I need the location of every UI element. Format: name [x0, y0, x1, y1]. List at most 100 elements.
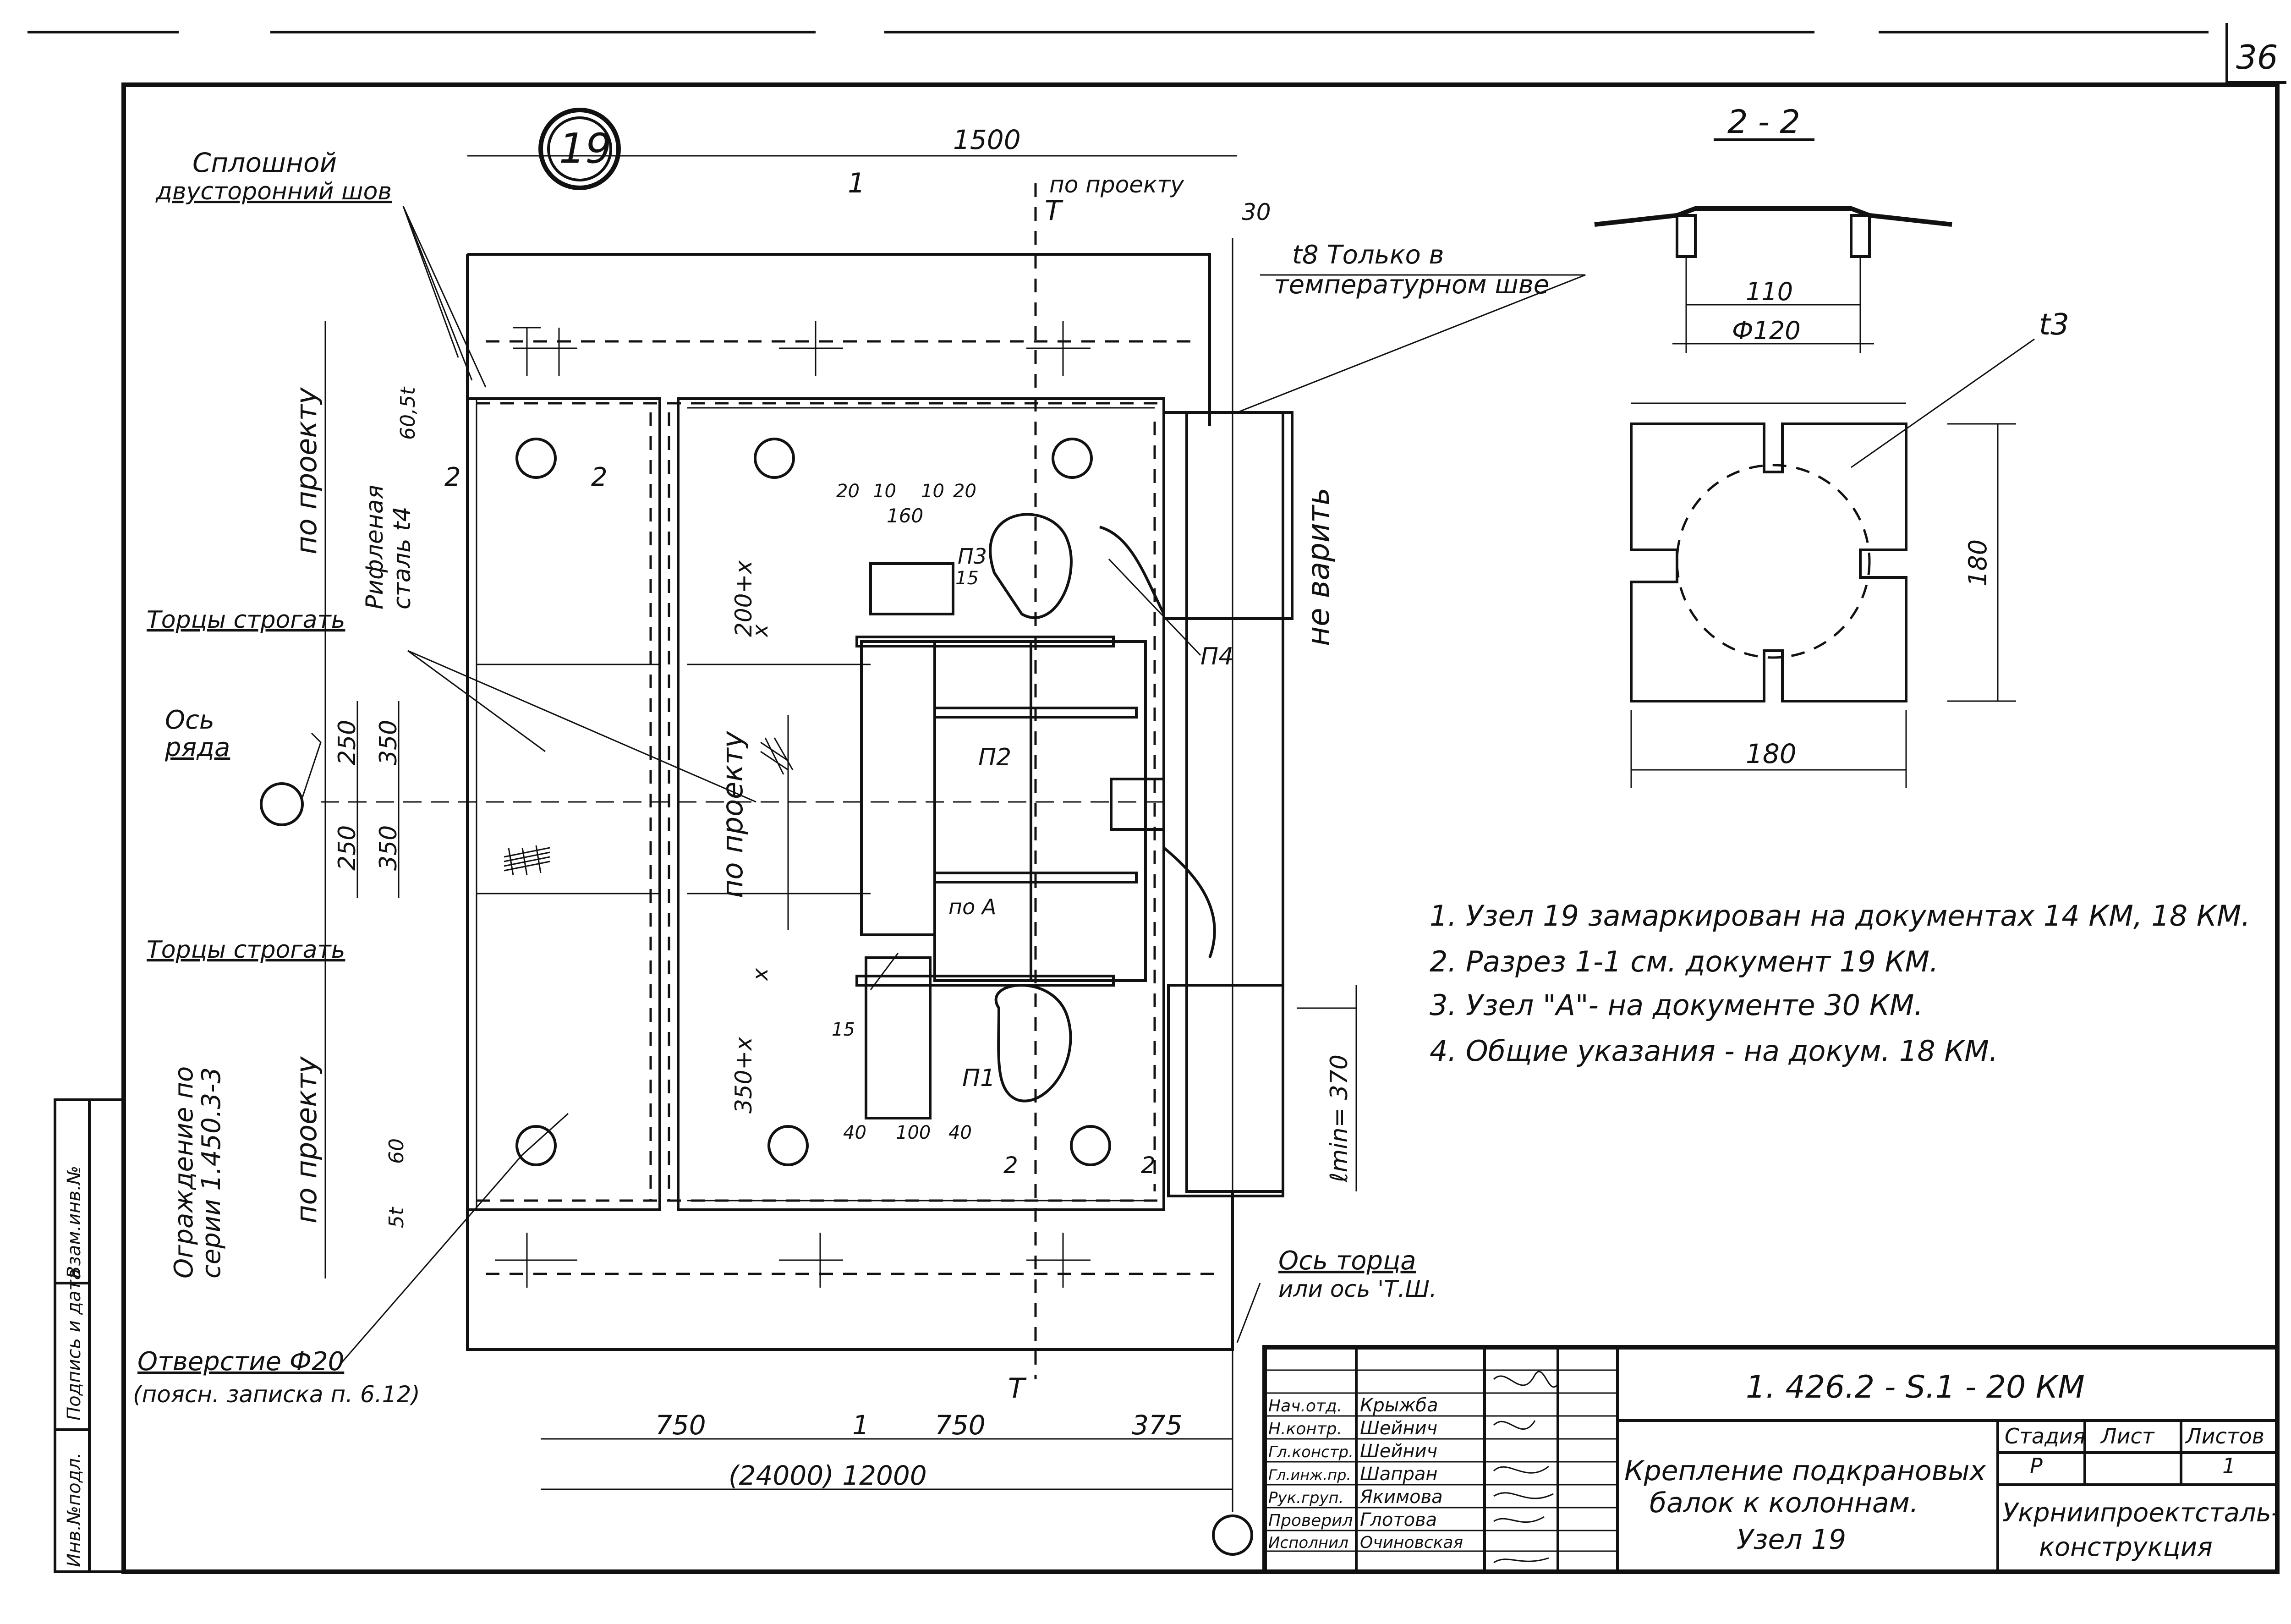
dim-375: 375: [1132, 1410, 1183, 1441]
by-project-center: по проекту: [716, 730, 749, 898]
part-p3: П3: [958, 544, 987, 569]
by-project-left-top: по проекту: [290, 387, 323, 554]
role-0: Нач.отд.: [1268, 1397, 1342, 1416]
fence-line1: Ограждение по: [169, 1066, 199, 1278]
section-mark-T-bottom: T: [1008, 1372, 1027, 1405]
section-mark-T-top: T: [1045, 195, 1063, 227]
name-2: Шейнич: [1360, 1441, 1437, 1462]
section-mark-2-lower-left: 2: [1003, 1152, 1018, 1179]
section-mark-2-lower-right: 2: [1141, 1152, 1156, 1179]
dim-350-top: 350: [375, 720, 402, 765]
dim-40b: 40: [948, 1122, 972, 1143]
org-line2: конструкция: [2039, 1532, 2213, 1562]
lmin: ℓmin= 370: [1326, 1054, 1353, 1183]
dim-15-top: 15: [955, 568, 979, 589]
section-dim-110: 110: [1746, 277, 1793, 306]
end-axis-circle: [1212, 1514, 1253, 1556]
role-2: Гл.констр.: [1268, 1443, 1354, 1461]
dim-60: 60: [385, 1138, 408, 1164]
ends-planed-top: Торцы строгать: [147, 606, 345, 634]
hole-line2: (поясн. записка п. 6.12): [133, 1381, 420, 1408]
role-4: Рук.груп.: [1268, 1489, 1344, 1507]
dim-10a: 10: [873, 481, 896, 502]
t8-note-line1: t8 Только в: [1292, 240, 1444, 270]
dim-x-bottom: x: [748, 968, 773, 982]
dim-350x: 350+x: [730, 1037, 757, 1114]
role-5: Проверил: [1268, 1511, 1353, 1530]
leader-lines: [301, 206, 1586, 1366]
note-3: 3. Узел "А"- на документе 30 КМ.: [1430, 988, 1923, 1022]
weld-note-line2: двусторонний шов: [155, 178, 392, 205]
dim-750-right: 750: [935, 1410, 986, 1441]
dim-750-left: 750: [655, 1410, 706, 1441]
dim-20b: 20: [953, 481, 976, 502]
name-6: Очиновская: [1360, 1533, 1463, 1552]
node-marker-number: 19: [559, 125, 612, 173]
name-5: Глотова: [1360, 1509, 1437, 1531]
section-dim-180-horizontal: 180: [1746, 738, 1797, 769]
section-mark-1-bottom: 1: [852, 1410, 869, 1441]
part-p1: П1: [962, 1064, 995, 1092]
fence-line2: серии 1.450.3-3: [197, 1067, 226, 1278]
by-project-left-bottom: по проекту: [290, 1056, 323, 1223]
name-0: Крыжба: [1360, 1395, 1438, 1416]
dim-20a: 20: [836, 481, 860, 502]
dim-5t: 5t: [385, 1207, 408, 1228]
section-mark-2-right: 2: [591, 462, 608, 492]
section-dim-180-vertical: 180: [1963, 539, 1992, 587]
no-weld: не варить: [1301, 488, 1336, 646]
gasket-plate: [1630, 338, 2035, 788]
corrugated-line2: сталь t4: [389, 506, 416, 609]
title-line1: Крепление подкрановых: [1624, 1455, 1986, 1487]
row-axis-circle: [260, 782, 304, 826]
side-stamp: [54, 1098, 125, 1573]
part-p2: П2: [978, 744, 1011, 771]
row-axis-line2: ряда: [164, 733, 230, 763]
dim-350-bottom: 350: [375, 825, 402, 871]
corrugated-line1: Рифленая: [361, 485, 389, 609]
sheets-label: Листов: [2185, 1424, 2264, 1448]
section-title: 2 - 2: [1727, 103, 1800, 141]
plan-view: [321, 183, 1293, 1512]
signatures: [1493, 1371, 1559, 1564]
dim-250-top: 250: [334, 720, 361, 765]
dim-250-bottom: 250: [334, 825, 361, 871]
role-1: Н.контр.: [1268, 1420, 1342, 1438]
by-project-top: по проекту: [1049, 171, 1184, 198]
sheets-value: 1: [2222, 1454, 2236, 1478]
note-4: 4. Общие указания - на докум. 18 КМ.: [1430, 1034, 1998, 1068]
name-1: Шейнич: [1360, 1418, 1437, 1439]
section-mark-2-left: 2: [444, 462, 461, 492]
dim-200x: 200+x: [730, 560, 757, 637]
sheet-label: Лист: [2100, 1424, 2155, 1448]
role-3: Гл.инж.пр.: [1268, 1466, 1351, 1484]
dim-x-top: x: [748, 624, 773, 638]
notes: 1. Узел 19 замаркирован на документах 14…: [1430, 899, 2250, 1068]
dim-15-bottom: 15: [832, 1019, 855, 1040]
drawing-frame: [121, 82, 2280, 1574]
dim-30: 30: [1242, 199, 1271, 225]
end-axis-line1: Ось торца: [1278, 1246, 1416, 1276]
dim-12000: (24000) 12000: [729, 1460, 927, 1491]
section-mark-1-top: 1: [848, 167, 865, 199]
note-2: 2. Разрез 1-1 см. документ 19 КМ.: [1430, 945, 1939, 978]
name-3: Шапран: [1360, 1464, 1438, 1485]
by-A: по А: [948, 894, 996, 919]
section-t3: t3: [2039, 308, 2069, 342]
section-2-2-profile: [1594, 206, 1952, 353]
note-1: 1. Узел 19 замаркирован на документах 14…: [1430, 899, 2250, 933]
doc-code: 1. 426.2 - S.1 - 20 КМ: [1746, 1369, 2085, 1405]
stamp-signature-date: Подпись и дата: [64, 1269, 85, 1421]
dim-10b: 10: [921, 481, 944, 502]
dim-160: 160: [887, 505, 923, 527]
dim-100: 100: [896, 1122, 931, 1143]
end-axis-line2: или ось 'Т.Ш.: [1278, 1276, 1437, 1302]
ends-planed-bottom: Торцы строгать: [147, 936, 345, 964]
stamp-replace-inv: Взам.инв.№: [64, 1166, 85, 1278]
name-4: Якимова: [1359, 1487, 1443, 1508]
weld-note-line1: Сплошной: [192, 147, 337, 178]
section-dim-phi120: Ф120: [1732, 316, 1801, 345]
dim-40a: 40: [843, 1122, 866, 1143]
t8-note-line2: температурном шве: [1274, 270, 1549, 300]
